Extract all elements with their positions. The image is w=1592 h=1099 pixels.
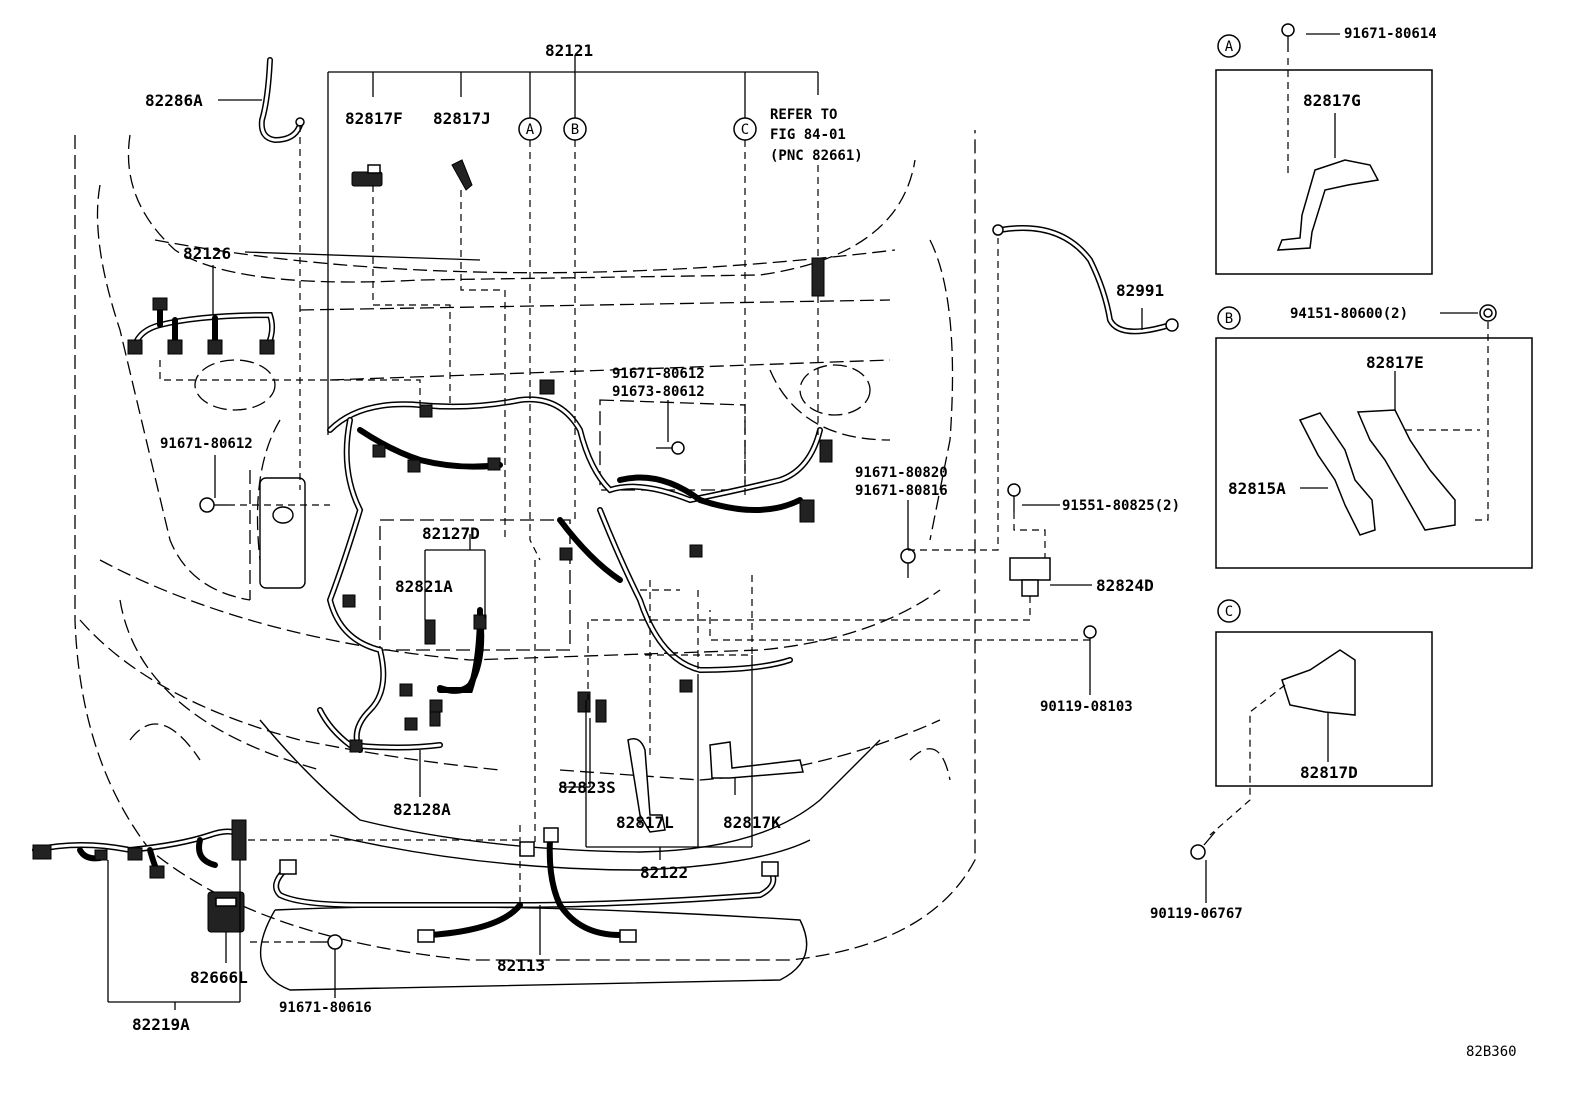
leader-lines xyxy=(107,55,1143,1010)
label-82815A: 82815A xyxy=(1228,479,1286,498)
label-82991: 82991 xyxy=(1116,281,1164,300)
marker-a: A xyxy=(518,117,542,141)
wire-82286A xyxy=(258,57,305,144)
svg-text:C: C xyxy=(1225,604,1233,620)
bolt-icon xyxy=(1083,625,1097,652)
label-82666L: 82666L xyxy=(190,968,248,987)
label-82817L: 82817L xyxy=(616,813,674,832)
figure-code: 82B360 xyxy=(1466,1044,1517,1060)
label-refer-2: FIG 84-01 xyxy=(770,127,846,143)
detail-marker-b: B xyxy=(1217,306,1241,330)
svg-text:C: C xyxy=(741,122,749,138)
ground-strap-82991 xyxy=(992,224,1179,335)
label-91673-80612: 91673-80612 xyxy=(612,384,705,400)
label-82824D: 82824D xyxy=(1096,576,1154,595)
bolt-icon xyxy=(656,441,685,455)
harness-82821A xyxy=(424,612,487,694)
label-82817J: 82817J xyxy=(433,109,491,128)
label-82817E: 82817E xyxy=(1366,353,1424,372)
label-refer-1: REFER TO xyxy=(770,107,837,123)
svg-text:A: A xyxy=(526,122,535,138)
harness-82126 xyxy=(127,297,276,355)
clip-icon xyxy=(1479,304,1497,322)
label-91671-80616: 91671-80616 xyxy=(279,1000,372,1016)
marker-c: C xyxy=(733,117,757,141)
label-91551-80825: 91551-80825(2) xyxy=(1062,498,1180,514)
label-82817G: 82817G xyxy=(1303,91,1361,110)
vehicle-body-outline xyxy=(74,130,976,991)
bolt-icon xyxy=(1190,831,1216,860)
label-refer-3: (PNC 82661) xyxy=(770,148,863,164)
label-82817F: 82817F xyxy=(345,109,403,128)
small-parts xyxy=(199,159,1097,950)
svg-text:B: B xyxy=(1225,311,1233,327)
marker-b: B xyxy=(563,117,587,141)
label-82128A: 82128A xyxy=(393,800,451,819)
detail-view-a xyxy=(1215,23,1433,275)
label-82219A: 82219A xyxy=(132,1015,190,1034)
label-82126: 82126 xyxy=(183,244,231,263)
label-91671-80816: 91671-80816 xyxy=(855,483,948,499)
harness-82113 xyxy=(273,827,779,943)
detail-marker-c: C xyxy=(1217,599,1241,623)
label-82121: 82121 xyxy=(545,41,593,60)
label-82113: 82113 xyxy=(497,956,545,975)
dashed-assembly-lines xyxy=(159,125,1090,943)
label-91671-80612-left: 91671-80612 xyxy=(160,436,253,452)
bolt-icon xyxy=(900,548,916,578)
harness-82219A xyxy=(32,819,247,879)
label-82127D: 82127D xyxy=(422,524,480,543)
bolt-icon xyxy=(1007,483,1021,512)
label-90119-06767: 90119-06767 xyxy=(1150,906,1243,922)
label-82286A: 82286A xyxy=(145,91,203,110)
part-labels: 82121 82286A 82817F 82817J REFER TO FIG … xyxy=(132,26,1517,1060)
bolt-icon xyxy=(1281,23,1295,52)
label-91671-80820: 91671-80820 xyxy=(855,465,948,481)
detail-marker-a: A xyxy=(1217,34,1241,58)
detail-view-b xyxy=(1215,304,1533,569)
svg-text:B: B xyxy=(571,122,579,138)
label-91671-80612-mid: 91671-80612 xyxy=(612,366,705,382)
label-91671-80614: 91671-80614 xyxy=(1344,26,1437,42)
engine-room-main-harness xyxy=(326,379,833,753)
harness-82128A xyxy=(317,707,443,753)
detail-view-c xyxy=(1190,631,1433,903)
label-94151-80600: 94151-80600(2) xyxy=(1290,306,1408,322)
label-82122: 82122 xyxy=(640,863,688,882)
svg-text:A: A xyxy=(1225,39,1234,55)
relay-block-82666L xyxy=(207,891,245,945)
label-82817D: 82817D xyxy=(1300,763,1358,782)
label-90119-08103: 90119-08103 xyxy=(1040,699,1133,715)
label-82817K: 82817K xyxy=(723,813,781,832)
label-82821A: 82821A xyxy=(395,577,453,596)
bolt-icon xyxy=(199,497,228,513)
label-82823S: 82823S xyxy=(558,778,616,797)
bolt-icon xyxy=(316,934,343,950)
